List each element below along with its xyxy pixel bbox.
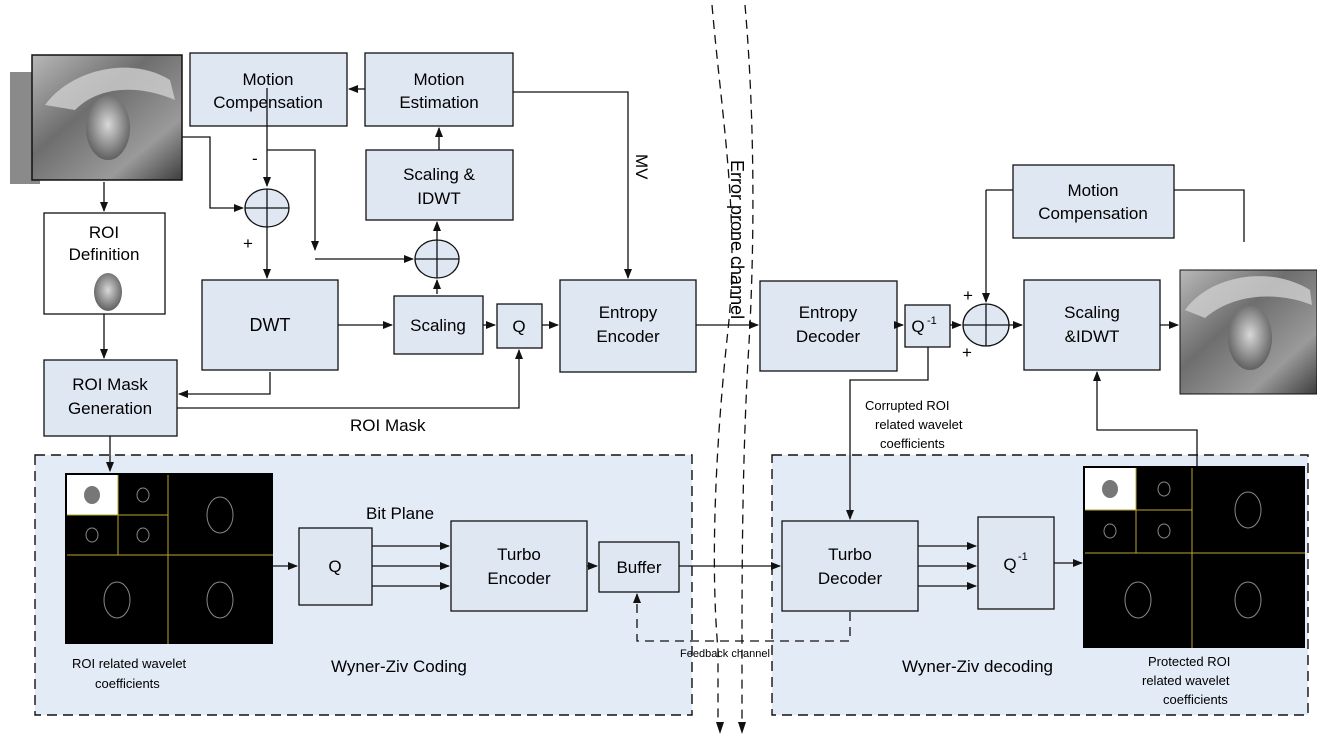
scaling-idwt-decoder-label-1: Scaling (1064, 303, 1120, 322)
turbo-encoder-block (450, 520, 588, 612)
output-image (1179, 269, 1317, 395)
entropy-decoder-label-2: Decoder (796, 327, 861, 346)
motion-estimation-label-2: Estimation (399, 93, 478, 112)
scaling-idwt-encoder-block (365, 149, 514, 221)
dequantizer-wz-label: Q (1003, 555, 1016, 574)
roi-wavelet-coefficients-image (65, 473, 273, 644)
roi-mask-generation-label-2: Generation (68, 399, 152, 418)
protected-label-3: coefficients (1163, 692, 1228, 707)
motion-compensation-decoder-label-1: Motion (1067, 181, 1118, 200)
turbo-decoder-label-2: Decoder (818, 569, 883, 588)
channel-label: Error prone channel (727, 160, 747, 319)
entropy-encoder-block (559, 279, 697, 373)
quantizer-encoder-block (496, 303, 543, 349)
dwt-label: DWT (250, 315, 291, 335)
dequantizer-decoder-label: Q (911, 317, 924, 336)
corrupted-label-3: coefficients (880, 436, 945, 451)
roi-related-label-1: ROI related wavelet (72, 656, 187, 671)
roi-mask-generation-label-1: ROI Mask (72, 375, 148, 394)
turbo-decoder-block (781, 520, 919, 612)
minus-sign: - (252, 149, 258, 168)
roi-face-thumbnail (94, 273, 122, 311)
entropy-decoder-block (759, 280, 898, 372)
entropy-encoder-label-1: Entropy (599, 303, 658, 322)
turbo-decoder-label-1: Turbo (828, 545, 872, 564)
motion-compensation-encoder-block (189, 52, 348, 127)
protected-label-2: related wavelet (1142, 673, 1230, 688)
dequantizer-decoder-superscript: -1 (927, 315, 937, 327)
turbo-encoder-label-2: Encoder (487, 569, 551, 588)
corrupted-label-2: related wavelet (875, 417, 963, 432)
plus-sign-decoder-bottom: + (962, 343, 972, 362)
adder-node-decoder (962, 303, 1010, 347)
input-image (10, 54, 183, 184)
motion-estimation-block (364, 52, 514, 127)
roi-mask-generation-block (43, 359, 178, 437)
motion-compensation-encoder-label-1: Motion (242, 70, 293, 89)
scaling-idwt-decoder-block (1023, 279, 1161, 371)
channel-boundary-left (711, 4, 733, 722)
roi-definition-label-1: ROI (89, 223, 119, 242)
plus-sign-decoder-top: + (963, 286, 973, 305)
quantizer-encoder-label: Q (512, 317, 525, 336)
entropy-decoder-label-1: Entropy (799, 303, 858, 322)
roi-definition-label-2: Definition (69, 245, 140, 264)
buffer-block (598, 541, 680, 593)
wyner-ziv-coding-label: Wyner-Ziv Coding (331, 657, 467, 676)
turbo-encoder-label-1: Turbo (497, 545, 541, 564)
dequantizer-wz-block (977, 516, 1055, 610)
scaling-idwt-decoder-label-2: &IDWT (1065, 327, 1120, 346)
feedback-channel-label: Feedback channel (680, 648, 770, 660)
feedback-channel-path (633, 593, 851, 642)
entropy-encoder-label-2: Encoder (596, 327, 660, 346)
motion-compensation-encoder-label-2: Compensation (213, 93, 323, 112)
motion-estimation-label-1: Motion (413, 70, 464, 89)
motion-compensation-decoder-block (1012, 164, 1175, 239)
roi-mask-label: ROI Mask (350, 416, 426, 435)
corrupted-label-1: Corrupted ROI (865, 398, 950, 413)
wyner-ziv-decoding-label: Wyner-Ziv decoding (902, 657, 1053, 676)
dwt-block (201, 279, 339, 371)
motion-compensation-decoder-label-2: Compensation (1038, 204, 1148, 223)
dequantizer-decoder-block (904, 304, 951, 348)
protected-wavelet-coefficients-image (1083, 466, 1305, 648)
adder-node-encoder (414, 239, 460, 279)
roi-related-label-2: coefficients (95, 676, 160, 691)
channel-boundary-right (741, 4, 754, 722)
scaling-idwt-encoder-label-2: IDWT (417, 189, 460, 208)
scaling-idwt-encoder-label-1: Scaling & (403, 165, 475, 184)
mv-label: MV (632, 154, 651, 180)
quantizer-wz-label: Q (328, 557, 341, 576)
scaling-label: Scaling (410, 316, 466, 335)
dequantizer-wz-superscript: -1 (1018, 551, 1028, 563)
plus-sign-encoder: + (243, 234, 253, 253)
protected-label-1: Protected ROI (1148, 654, 1230, 669)
buffer-label: Buffer (616, 558, 661, 577)
scaling-block (393, 295, 484, 355)
subtractor-node (244, 188, 290, 228)
bit-plane-label: Bit Plane (366, 504, 434, 523)
